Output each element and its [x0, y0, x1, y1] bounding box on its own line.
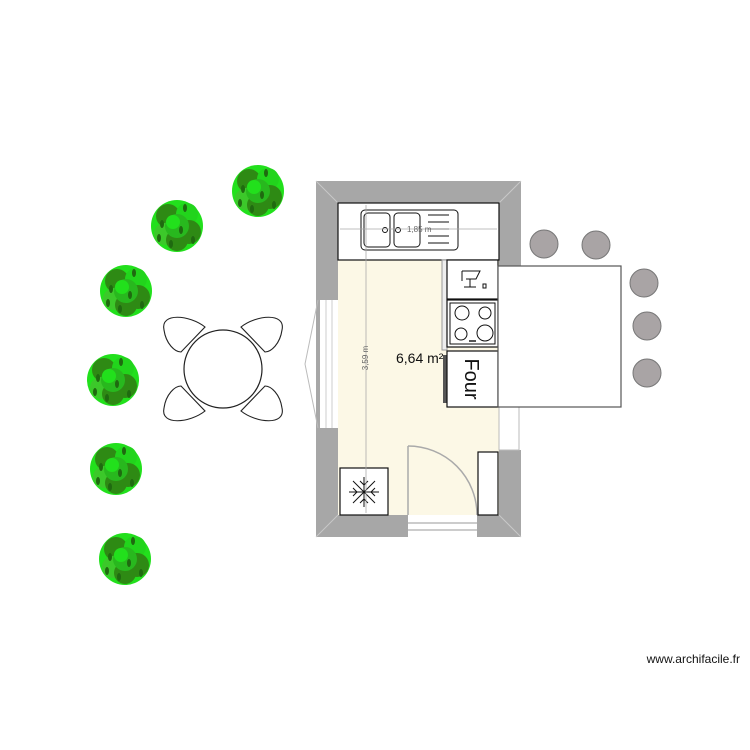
stool: [632, 311, 662, 341]
stool: [632, 358, 662, 388]
stool: [581, 230, 611, 260]
stool: [529, 229, 559, 259]
chair: [163, 385, 206, 422]
door[interactable]: [407, 445, 478, 537]
dishwasher: [446, 259, 499, 300]
cooktop: [446, 299, 499, 348]
round-table: [183, 329, 263, 409]
tree: [100, 265, 152, 317]
area-label: 6,64 m²: [396, 350, 444, 366]
window: [304, 299, 338, 429]
oven: Four: [443, 350, 499, 408]
tall-cabinet: [477, 451, 499, 516]
sink: [360, 209, 459, 251]
width-label: 1,85 m: [407, 225, 432, 234]
round-table-set: [163, 316, 283, 422]
stool: [629, 268, 659, 298]
tree: [90, 443, 142, 495]
chair: [240, 385, 283, 422]
watermark: www.archifacile.fr: [646, 652, 740, 666]
tree: [99, 533, 151, 585]
tree: [151, 200, 203, 252]
tree: [232, 165, 284, 217]
bar-table: [497, 265, 622, 408]
chair: [240, 316, 283, 353]
oven-label: Four: [460, 358, 482, 399]
dimension-length: 3,59 m: [361, 205, 370, 513]
chair: [163, 316, 206, 353]
countertop: [337, 202, 500, 261]
stools: [529, 229, 662, 388]
length-label: 3,59 m: [361, 345, 370, 370]
freezer: [339, 467, 389, 516]
tree: [87, 354, 139, 406]
